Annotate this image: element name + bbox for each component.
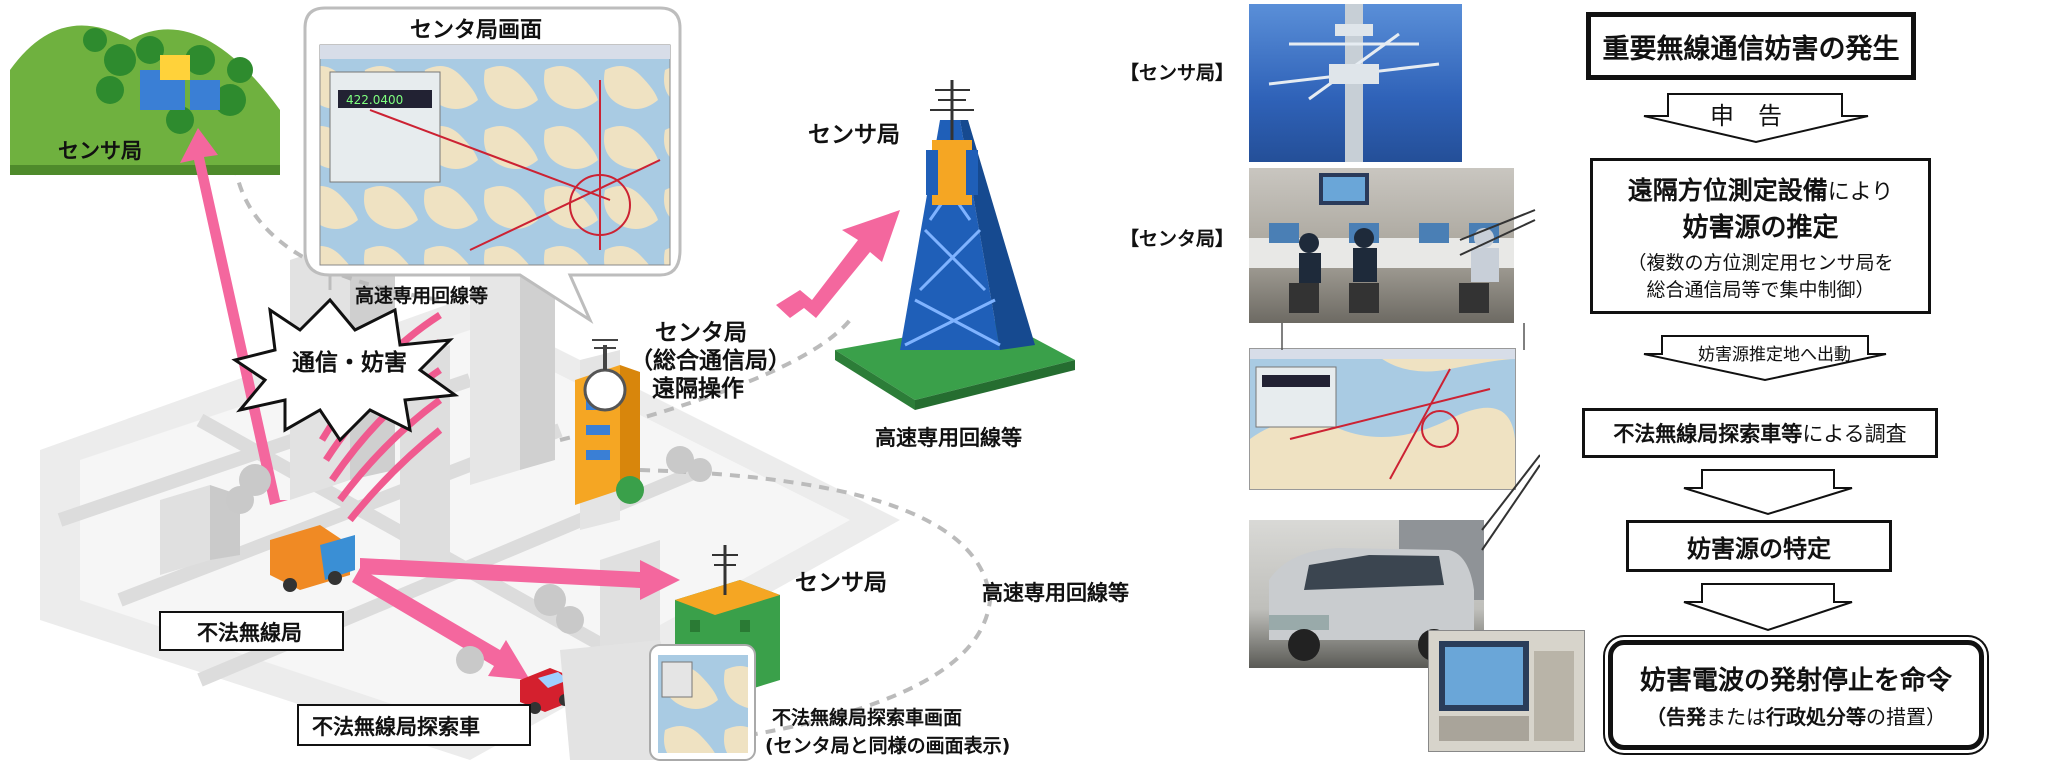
tower-sensor-station xyxy=(835,80,1075,410)
flow-arrow-3 xyxy=(1683,469,1853,516)
svg-text:センタ局: センタ局 xyxy=(655,320,747,346)
flow-arrow-report xyxy=(1643,93,1869,144)
map-screen-photo xyxy=(1249,348,1516,490)
sensor-photo-label: 【センサ局】 xyxy=(1120,62,1235,84)
flow-step-estimate: 遠隔方位測定設備により 妨害源の推定 （複数の方位測定用センサ局を 総合通信局等… xyxy=(1590,158,1931,314)
svg-text:(センタ局と同様の画面表示): (センタ局と同様の画面表示) xyxy=(765,734,1010,757)
flow-step-identify: 妨害源の特定 xyxy=(1626,520,1892,572)
search-car-label: 不法無線局探索車 xyxy=(312,715,480,739)
flow-step-estimate-line3: （複数の方位測定用センサ局を xyxy=(1627,251,1894,274)
svg-text:遠隔操作: 遠隔操作 xyxy=(652,375,744,402)
signal-arrows xyxy=(180,128,900,680)
highspeed-label-top: 高速専用回線等 xyxy=(355,284,488,307)
flow-step-estimate-line2: 妨害源の推定 xyxy=(1682,212,1839,243)
flow-step-interference-text: 重要無線通信妨害の発生 xyxy=(1602,33,1900,65)
interference-label: 通信・妨害 xyxy=(292,349,407,376)
flow-step-order: 妨害電波の発射停止を命令 （告発または行政処分等の措置） xyxy=(1608,640,1984,750)
tower-sensor-label: センサ局 xyxy=(808,122,900,148)
callout-lines xyxy=(1459,209,1540,551)
illegal-station-label: 不法無線局 xyxy=(197,621,302,645)
center-station-building xyxy=(575,339,644,505)
illegal-station-truck xyxy=(270,525,355,592)
search-van-photo xyxy=(1249,520,1484,668)
flow-arrow-4 xyxy=(1683,583,1853,632)
highspeed-label-mid: 高速専用回線等 xyxy=(875,426,1022,450)
flow-arrow-dispatch-label: 妨害源推定地へ出動 xyxy=(1698,345,1851,365)
flow-step-order-line2: （告発または行政処分等の措置） xyxy=(1646,705,1946,729)
flowchart: 重要無線通信妨害の発生 申 告 遠隔方位測定設備により 妨害源の推定 （複数の方… xyxy=(1540,0,2049,763)
center-photo-label: 【センタ局】 xyxy=(1120,228,1235,250)
center-screen-readout: 422.0400 xyxy=(346,93,403,107)
flow-step-identify-text: 妨害源の特定 xyxy=(1687,534,1831,563)
flow-step-estimate-line1: 遠隔方位測定設備により xyxy=(1627,175,1894,205)
center-station-label: センタ局 （総合通信局） 遠隔操作 xyxy=(630,320,791,402)
center-control-room-photo xyxy=(1249,168,1514,323)
network-diagram: センサ局 センタ局画面 422.0400 高速専用回線等 通信・妨 xyxy=(10,6,1129,761)
highspeed-label-right: 高速専用回線等 xyxy=(982,581,1129,605)
flow-step-investigation: 不法無線局探索車等による調査 xyxy=(1582,408,1938,458)
in-car-monitor-photo xyxy=(1428,630,1585,752)
search-car-screen xyxy=(560,640,756,761)
trees xyxy=(226,446,712,674)
flow-step-order-line1: 妨害電波の発射停止を命令 xyxy=(1639,666,1952,696)
photo-column: 【センサ局】 【センタ局】 xyxy=(1120,0,1585,763)
flow-step-investigation-text: 不法無線局探索車等による調査 xyxy=(1613,422,1907,446)
flow-arrow-dispatch xyxy=(1643,335,1887,382)
svg-text:（総合通信局）: （総合通信局） xyxy=(630,347,791,374)
building-sensor-label: センサ局 xyxy=(795,570,887,596)
search-car-label-box xyxy=(297,704,531,746)
interference-burst xyxy=(231,297,460,443)
flow-step-interference: 重要無線通信妨害の発生 xyxy=(1586,12,1916,80)
center-screen-title: センタ局画面 xyxy=(410,18,542,43)
illegal-station-label-box xyxy=(159,611,344,651)
svg-text:不法無線局探索車画面: 不法無線局探索車画面 xyxy=(772,706,962,729)
sensor-antenna-photo xyxy=(1249,4,1462,162)
flow-arrow-report-label: 申 告 xyxy=(1710,102,1782,130)
hill-sensor-label: センサ局 xyxy=(58,139,142,163)
center-screen-callout xyxy=(303,6,682,324)
photo-connector-lines xyxy=(1281,323,1525,350)
search-car-screen-caption: 不法無線局探索車画面 (センタ局と同様の画面表示) xyxy=(765,706,1010,757)
hill-sensor-station xyxy=(10,25,280,175)
flow-step-estimate-line4: 総合通信局等で集中制御） xyxy=(1646,278,1875,301)
